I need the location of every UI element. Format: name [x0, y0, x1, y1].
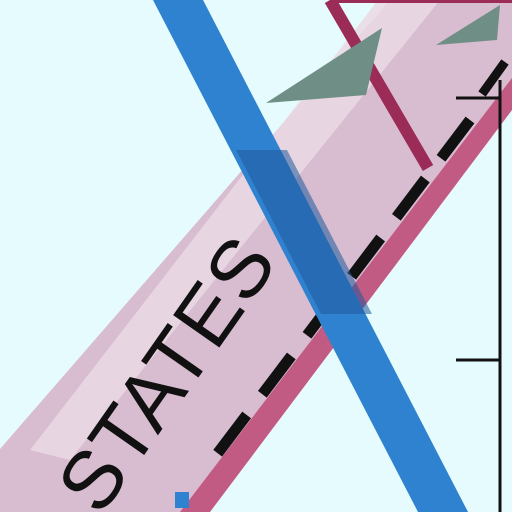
blue-stripe-overlap	[236, 150, 372, 314]
blue-mark	[175, 492, 189, 508]
crimson-frame-line	[324, 0, 434, 172]
states-band-highlight	[30, 0, 440, 460]
fin-right	[436, 5, 500, 45]
dashed-line-top	[478, 59, 509, 97]
fin-left	[266, 28, 382, 103]
